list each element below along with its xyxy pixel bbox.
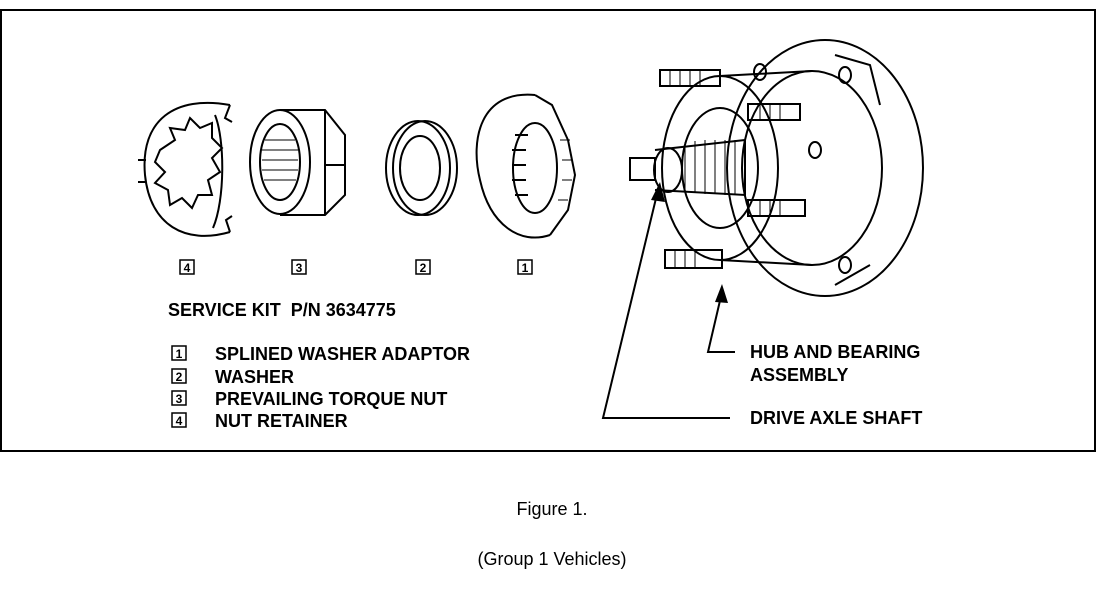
part-number-labels: 4 3 2 1 [179,259,533,275]
axle-leader-line [601,189,730,419]
part-number-3: 3 [296,261,303,275]
axle-callout: DRIVE AXLE SHAFT [750,408,922,428]
service-kit-title: SERVICE KIT P/N 3634775 [168,300,396,320]
legend-label-1: SPLINED WASHER ADAPTOR [215,344,470,364]
legend-num-1: 1 [176,347,183,361]
group-caption: (Group 1 Vehicles) [477,549,627,569]
hub-callout-line1: HUB AND BEARING [750,342,920,362]
diagram-frame [0,9,1096,452]
hub-callout-line2: ASSEMBLY [750,365,848,385]
torque-nut-drawing [249,109,346,216]
part-number-1: 1 [522,261,529,275]
legend-num-2: 2 [176,370,183,384]
washer-drawing [385,120,458,216]
part-number-4: 4 [184,261,191,275]
hub-leader-line [706,291,735,353]
legend-num-4: 4 [176,414,183,428]
nut-retainer-drawing [138,101,233,237]
splined-washer-drawing [475,93,577,239]
parts-legend: 1 SPLINED WASHER ADAPTOR 2 WASHER 3 PREV… [171,344,470,431]
legend-label-2: WASHER [215,367,294,387]
legend-label-4: NUT RETAINER [215,411,348,431]
hub-arrowhead [715,284,728,303]
hub-bearing-drawing [629,39,924,297]
leader-lines [601,182,735,419]
legend-num-3: 3 [176,392,183,406]
legend-label-3: PREVAILING TORQUE NUT [215,389,447,409]
figure-caption: Figure 1. [516,499,588,519]
part-number-2: 2 [420,261,427,275]
axle-arrowhead [651,182,665,202]
